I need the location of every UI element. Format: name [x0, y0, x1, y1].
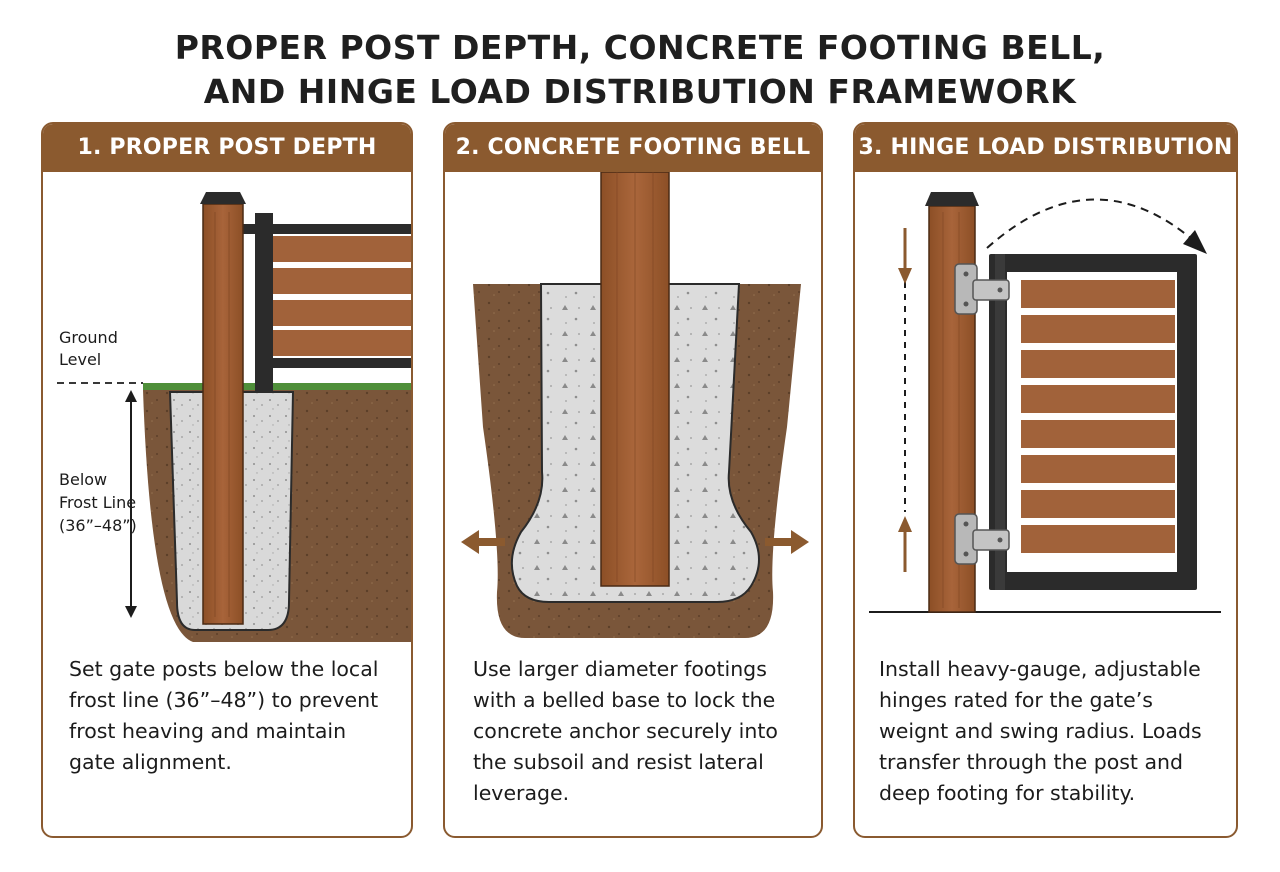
title-line-2: AND HINGE LOAD DISTRIBUTION FRAMEWORK	[203, 72, 1077, 111]
wood-post	[202, 203, 244, 625]
hinge-top	[954, 263, 1010, 315]
fence-slat	[273, 300, 411, 326]
swing-arrow-icon	[1183, 230, 1207, 254]
arrow-down-icon	[125, 606, 137, 618]
arrow-up-icon	[125, 390, 137, 402]
fence-frame-post	[255, 213, 273, 391]
title-line-1: PROPER POST DEPTH, CONCRETE FOOTING BELL…	[174, 28, 1106, 67]
frost-label-2: Frost Line	[59, 493, 136, 512]
arrow-right-shaft	[765, 538, 795, 546]
panel-header: 1. PROPER POST DEPTH	[43, 124, 411, 172]
frost-label-1: Below	[59, 470, 107, 489]
fence-bottom-rail	[271, 358, 411, 368]
panel-description: Set gate posts below the local frost lin…	[69, 657, 379, 774]
fence-slat	[273, 236, 411, 262]
fence-slat	[273, 330, 411, 356]
arrow-down-icon	[898, 268, 912, 284]
post-cap	[925, 192, 979, 206]
gate-stile	[995, 254, 1005, 590]
page-title: PROPER POST DEPTH, CONCRETE FOOTING BELL…	[0, 26, 1280, 114]
arrow-up-icon	[898, 516, 912, 532]
ground-level-label-1: Ground	[59, 328, 118, 347]
post-cap	[200, 192, 246, 204]
panel-hinge-load: 3. HINGE LOAD DISTRIBUTION	[853, 122, 1238, 838]
gate-slats	[1021, 280, 1175, 553]
arrow-left-icon	[461, 530, 479, 554]
fence-top-rail	[243, 224, 411, 234]
panel-footing-bell: 2. CONCRETE FOOTING BELL	[443, 122, 823, 838]
hinge-load-illustration	[869, 192, 1221, 613]
frost-label-3: (36”–48”)	[59, 516, 137, 535]
arrow-right-icon	[791, 530, 809, 554]
ground-level-label-2: Level	[59, 350, 101, 369]
panel-header: 3. HINGE LOAD DISTRIBUTION	[855, 124, 1236, 172]
post-depth-illustration: Ground Level Below Frost Line (36”–48”)	[57, 192, 411, 642]
arrow-left-shaft	[475, 538, 505, 546]
fence-slat	[273, 268, 411, 294]
panel-header: 2. CONCRETE FOOTING BELL	[445, 124, 821, 172]
hinge-bottom	[954, 513, 1010, 565]
panel-description: Use larger diameter footings with a bell…	[473, 657, 778, 805]
footing-bell-illustration	[461, 172, 809, 638]
swing-arc	[986, 198, 1201, 249]
grass	[143, 383, 411, 390]
panel-description: Install heavy-gauge, adjustable hinges r…	[879, 657, 1202, 805]
panel-post-depth: 1. PROPER POST DEPTH	[41, 122, 413, 838]
